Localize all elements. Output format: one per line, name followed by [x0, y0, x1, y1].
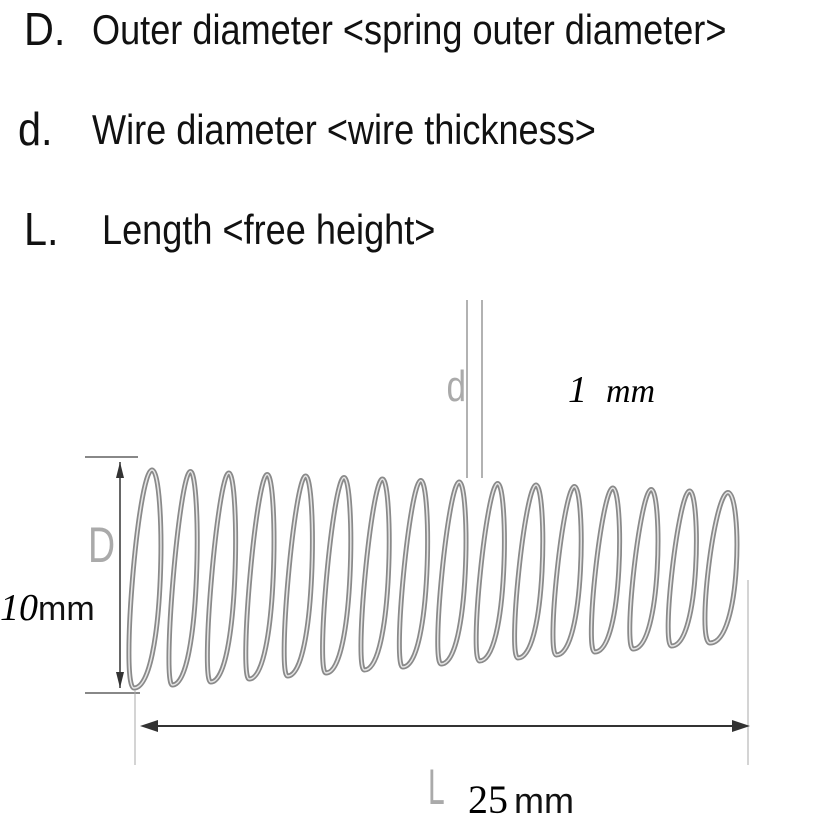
spring-coil-highlight	[704, 491, 738, 644]
spring-coil-highlight	[513, 484, 544, 659]
arrow-down-icon	[116, 672, 124, 688]
spring-coil-highlight	[398, 479, 429, 668]
arrow-up-icon	[116, 462, 124, 478]
legend-text: Wire diameter <wire thickness>	[92, 106, 596, 153]
arrow-right-icon	[732, 720, 750, 732]
legend-text: Outer diameter <spring outer diameter>	[92, 6, 727, 53]
spring-coil-highlight	[360, 478, 390, 671]
legend-key: d.	[18, 103, 53, 155]
arrow-left-icon	[140, 720, 158, 732]
spring-coil-highlight	[475, 482, 506, 662]
length-symbol: L	[428, 759, 445, 815]
spring-coil	[126, 467, 164, 691]
spring-coil-highlight	[283, 475, 314, 677]
spring-coil-highlight	[590, 487, 621, 653]
spring-coil-highlight	[667, 490, 698, 647]
legend-text: Length <free height>	[102, 206, 436, 253]
spring-coil-highlight	[437, 481, 467, 665]
spring-coil-highlight	[245, 473, 275, 680]
spring-coil-highlight	[552, 485, 582, 656]
spring-coil	[702, 490, 740, 646]
spring-coil-highlight	[629, 488, 659, 650]
legend-key: D.	[24, 3, 66, 55]
spring-coil-highlight	[321, 476, 352, 674]
spring-coils	[126, 467, 740, 691]
outer-symbol: D	[88, 517, 116, 573]
spring-coil-highlight	[128, 469, 162, 689]
spring-coil-highlight	[206, 472, 237, 683]
wire-value: 1 mm	[568, 369, 656, 411]
wire-symbol: d	[446, 362, 467, 411]
outer-value: 10mm	[0, 587, 95, 629]
spring-coil-highlight	[168, 470, 198, 686]
legend-key: L.	[24, 203, 59, 255]
